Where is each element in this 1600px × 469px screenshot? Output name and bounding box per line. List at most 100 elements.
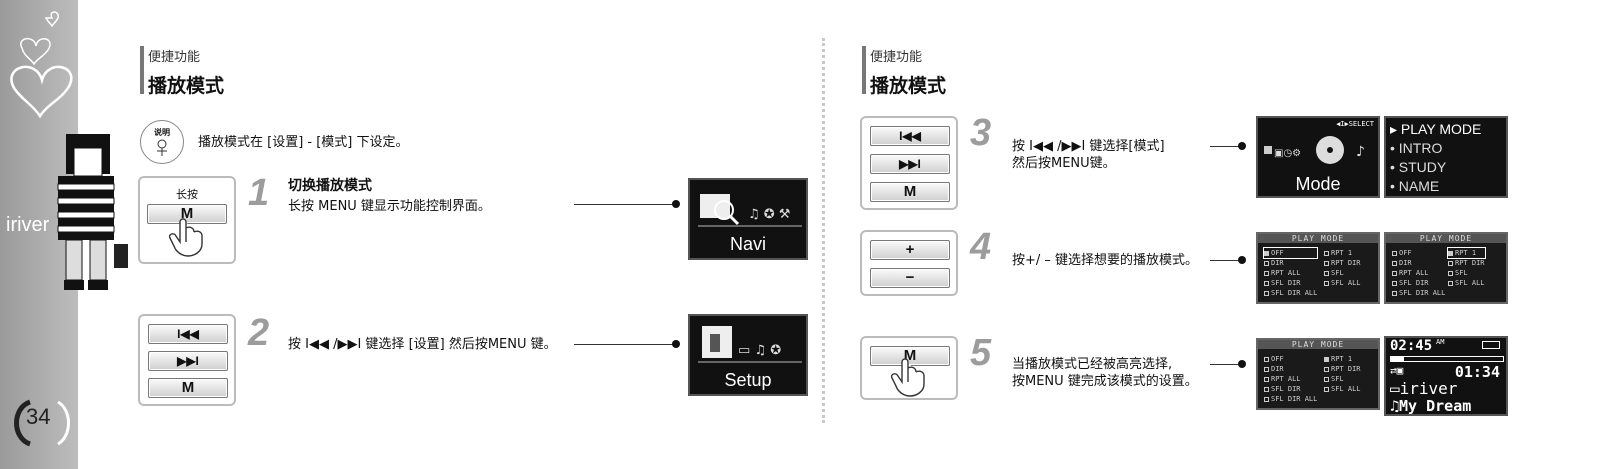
pm-item: SFL DIR: [1399, 279, 1429, 287]
pm-item: SFL: [1331, 375, 1344, 383]
step3-key-panel: I◀◀ ▶▶I M: [860, 116, 958, 210]
step3-text-line1: 按 I◀◀ /▶▶I 键选择[模式]: [1012, 139, 1165, 154]
clock-time: 02:45: [1390, 338, 1433, 354]
page-number-bracket-icon: [14, 399, 70, 447]
menu-key[interactable]: M: [870, 182, 950, 202]
pm-item: SFL: [1331, 269, 1344, 277]
plus-key[interactable]: +: [870, 240, 950, 260]
step2-leader-line: [574, 344, 674, 345]
mode-menu-item-intro: • INTRO: [1390, 140, 1443, 156]
step4-number: 4: [970, 226, 992, 268]
pm-item: RPT 1: [1331, 355, 1353, 363]
navi-screen: ♫ ✪ ⚒ Navi: [688, 178, 808, 260]
pointing-hand-icon: [168, 218, 203, 257]
pm-item: DIR: [1271, 259, 1284, 267]
pm-item: SFL ALL: [1331, 279, 1361, 287]
step3-leader-line: [1210, 146, 1240, 147]
pm-item: SFL: [1455, 269, 1468, 277]
note-badge-label: 说明: [154, 128, 170, 137]
mode-cd-icon: ▣◷⚙ ♪: [1264, 136, 1365, 164]
setup-screen: ▭ ♫ ✪ Setup: [688, 314, 808, 396]
note-figure-icon: [157, 139, 167, 156]
pm-item: SFL DIR: [1271, 385, 1301, 393]
pm-item: RPT ALL: [1271, 375, 1301, 383]
step2-leader-dot: [672, 340, 680, 348]
pm-item: RPT ALL: [1399, 269, 1429, 277]
mode-menu-item-name: • NAME: [1390, 178, 1440, 194]
pm-item: RPT DIR: [1331, 365, 1361, 373]
step5-leader-dot: [1238, 360, 1246, 368]
playmode-screen-rpt1: PLAY MODE OFF DIR RPT ALL SFL DIR SFL DI…: [1384, 232, 1508, 304]
note-badge: 说明: [140, 120, 184, 164]
pm-item: OFF: [1271, 355, 1284, 363]
step5-leader-line: [1210, 364, 1240, 365]
progress-fill: [1391, 357, 1405, 361]
page-number: 34: [26, 404, 51, 429]
pointing-hand-icon: [890, 358, 925, 397]
step1-title: 切换播放模式: [288, 178, 372, 194]
mode-screen-label: Mode: [1295, 174, 1341, 194]
section-small-title-right: 便捷功能: [870, 50, 923, 65]
prev-key[interactable]: I◀◀: [148, 324, 228, 344]
playmode-title: PLAY MODE: [1258, 234, 1378, 243]
pm-item: SFL ALL: [1455, 279, 1485, 287]
progress-bar: [1390, 356, 1504, 362]
step5-text-line1: 当播放模式已经被高亮选择,: [1012, 357, 1173, 372]
step1-text: 长按 MENU 键显示功能控制界面。: [288, 199, 491, 214]
step2-key-panel: I◀◀ ▶▶I M: [138, 314, 236, 406]
pm-item: SFL ALL: [1331, 385, 1361, 393]
step4-text: 按+/ – 键选择想要的播放模式。: [1012, 253, 1199, 268]
pm-item: DIR: [1271, 365, 1284, 373]
battery-icon: [1482, 341, 1500, 349]
playmode-screen-confirm: PLAY MODE OFF DIR RPT ALL SFL DIR SFL DI…: [1256, 338, 1380, 410]
step1-number: 1: [248, 172, 270, 214]
next-key[interactable]: ▶▶I: [148, 351, 228, 371]
step1-leader-dot: [672, 200, 680, 208]
page-title-right: 播放模式: [870, 75, 947, 97]
mode-screen: ◀I▶SELECT ▣◷⚙ ♪ Mode: [1256, 116, 1380, 198]
pm-item: SFL DIR ALL: [1271, 289, 1318, 297]
music-note-icon: ♫: [1390, 397, 1400, 415]
pm-item: RPT 1: [1455, 249, 1477, 257]
step3-number: 3: [970, 112, 992, 154]
svg-text:▣◷⚙: ▣◷⚙: [1274, 148, 1301, 159]
step4-leader-dot: [1238, 256, 1246, 264]
setup-screen-label: Setup: [724, 370, 772, 390]
mode-screen-hint: ◀I▶SELECT: [1336, 120, 1374, 128]
playmode-title: PLAY MODE: [1258, 340, 1378, 349]
svg-text:♪: ♪: [1356, 144, 1365, 160]
menu-key[interactable]: M: [148, 378, 228, 398]
pm-item: RPT DIR: [1331, 259, 1361, 267]
track-label: My Dream: [1399, 397, 1472, 415]
pixel-character-illustration: [57, 134, 128, 290]
section-small-title: 便捷功能: [148, 50, 201, 65]
step4-key-panel: + −: [860, 230, 958, 296]
long-press-caption: 长按: [176, 188, 198, 201]
pm-item: RPT ALL: [1271, 269, 1301, 277]
playmode-screen-off: PLAY MODE OFF DIR RPT ALL SFL DIR SFL DI…: [1256, 232, 1380, 304]
minus-key[interactable]: −: [870, 268, 950, 288]
pm-item: SFL DIR ALL: [1399, 289, 1446, 297]
prev-key[interactable]: I◀◀: [870, 126, 950, 146]
mode-menu-item-study: • STUDY: [1390, 159, 1447, 175]
page-title: 播放模式: [148, 75, 225, 97]
svg-text:▭ ♫ ✪: ▭ ♫ ✪: [738, 343, 781, 358]
mode-menu-item-play-mode: ▸ PLAY MODE: [1390, 121, 1482, 137]
elapsed-time: 01:34: [1454, 363, 1500, 381]
heart-decoration-icon: [10, 11, 73, 119]
pm-item: SFL DIR: [1271, 279, 1301, 287]
folder-label: iriver: [1399, 379, 1458, 398]
step4-leader-line: [1210, 260, 1240, 261]
playmode-title: PLAY MODE: [1386, 234, 1506, 243]
folder-name: ▭iriver: [1390, 379, 1457, 398]
folder-icon: ▭: [1390, 379, 1400, 398]
step5-text-line2: 按MENU 键完成该模式的设置。: [1012, 374, 1198, 389]
step5-number: 5: [970, 332, 992, 374]
pm-item: DIR: [1399, 259, 1412, 267]
pm-item: OFF: [1271, 249, 1284, 257]
svg-text:♫ ✪ ⚒: ♫ ✪ ⚒: [748, 207, 790, 222]
note-text: 播放模式在 [设置] - [模式] 下设定。: [198, 135, 409, 150]
step2-number: 2: [248, 312, 270, 354]
step1-leader-line: [574, 204, 674, 205]
next-key[interactable]: ▶▶I: [870, 154, 950, 174]
